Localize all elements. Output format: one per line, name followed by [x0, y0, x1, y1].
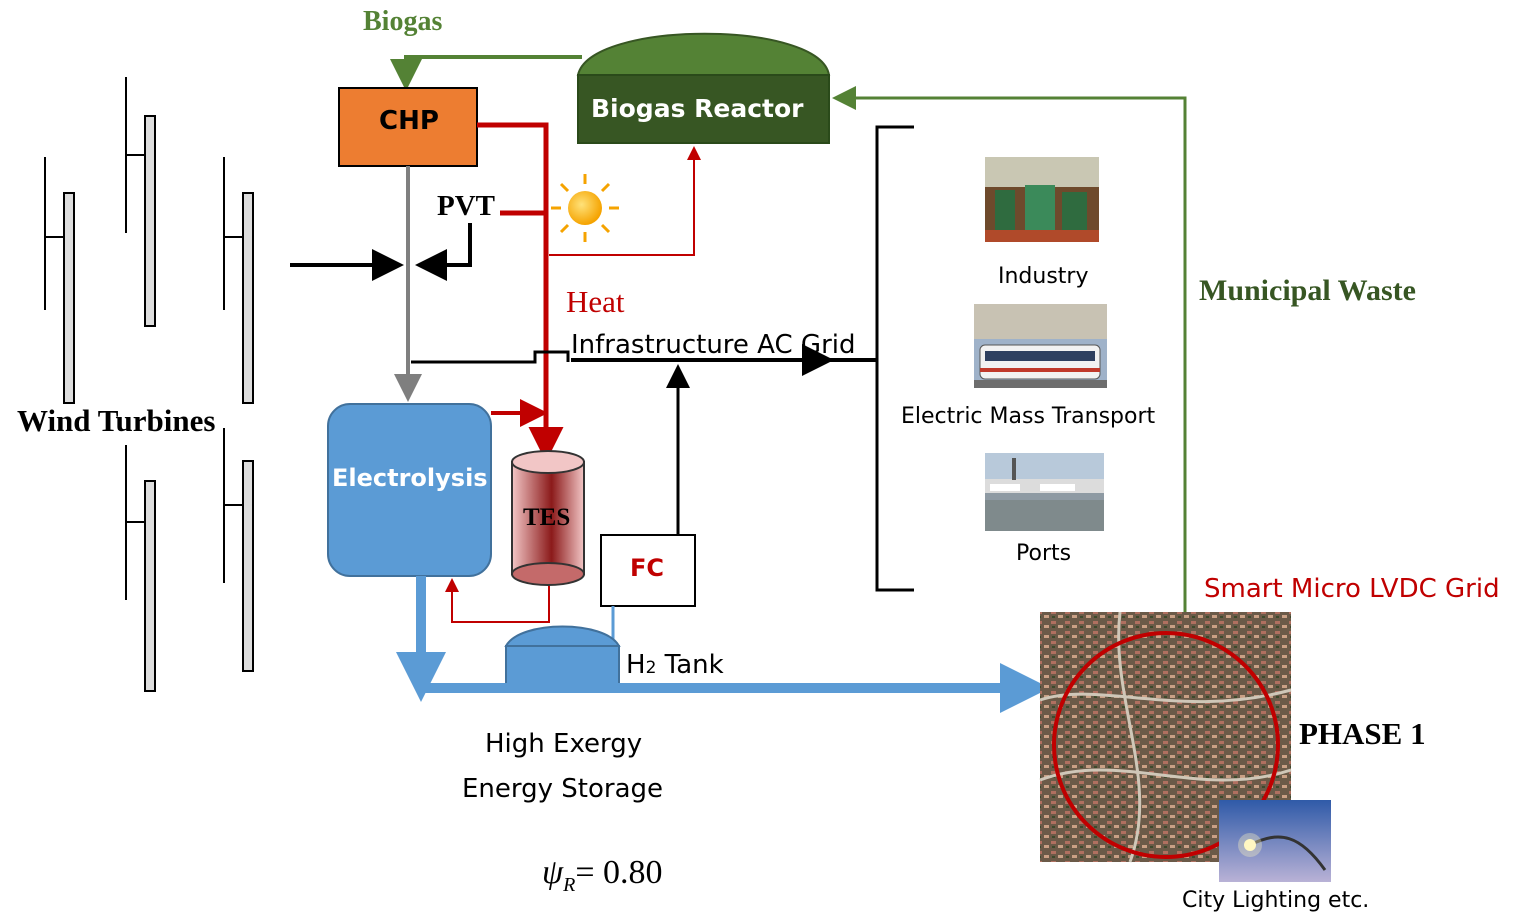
tes-return-arrow [445, 578, 550, 623]
biogas-label: Biogas [363, 6, 443, 37]
consumers-bracket [875, 125, 914, 592]
chp-label: CHP [379, 106, 439, 136]
biogas-flow-arrow [390, 55, 582, 91]
psi-ratio-label: ψR= 0.80 [542, 854, 663, 896]
transport-label: Electric Mass Transport [901, 404, 1156, 429]
pvt-label: PVT [437, 190, 495, 222]
smart-grid-circle [1052, 631, 1280, 859]
fc-box [600, 534, 696, 607]
ports-label: Ports [1016, 541, 1072, 566]
phase-label: PHASE 1 [1299, 716, 1426, 751]
industry-label: Industry [998, 264, 1089, 289]
smart-grid-label: Smart Micro LVDC Grid [1204, 574, 1500, 604]
biogas-reactor-label: Biogas Reactor [591, 94, 804, 123]
electrolysis-label: Electrolysis [332, 464, 488, 492]
municipal-waste-label: Municipal Waste [1199, 274, 1416, 307]
wind-turbine-icon [125, 77, 156, 327]
heat-to-reactor-arrow [549, 146, 701, 256]
heat-label: Heat [566, 284, 625, 319]
city-lighting-image [1219, 800, 1331, 882]
municipal-waste-arrow [832, 86, 1187, 612]
ac-grid-label: Infrastructure AC Grid [571, 330, 856, 360]
tes-cylinder [511, 450, 585, 586]
sun-icon [551, 174, 619, 242]
city-lighting-label: City Lighting etc. [1182, 888, 1370, 913]
chp-heat-arrow [477, 122, 564, 462]
wind-turbine-icon [44, 157, 75, 404]
wind-turbine-icon [223, 428, 254, 672]
wind-turbine-icon [125, 445, 156, 692]
pvt-power-arrow [415, 223, 472, 281]
fc-label: FC [630, 554, 665, 582]
ac-grid-line [411, 350, 570, 364]
biogas-reactor [576, 32, 831, 144]
industry-image [985, 157, 1099, 242]
storage-label-line2: Energy Storage [462, 774, 664, 804]
transport-image [974, 304, 1107, 388]
ports-image [985, 453, 1104, 531]
h2-tank-label: H2 Tank [626, 650, 724, 680]
chp-box [338, 87, 478, 167]
tes-label: TES [523, 504, 571, 531]
h2-tank [504, 625, 621, 687]
wind-turbine-icon [223, 157, 254, 404]
wind-turbines-label: Wind Turbines [17, 403, 216, 438]
wind-turbines [44, 77, 254, 692]
electrolysis-box [327, 403, 492, 577]
storage-label-line1: High Exergy [485, 729, 643, 759]
